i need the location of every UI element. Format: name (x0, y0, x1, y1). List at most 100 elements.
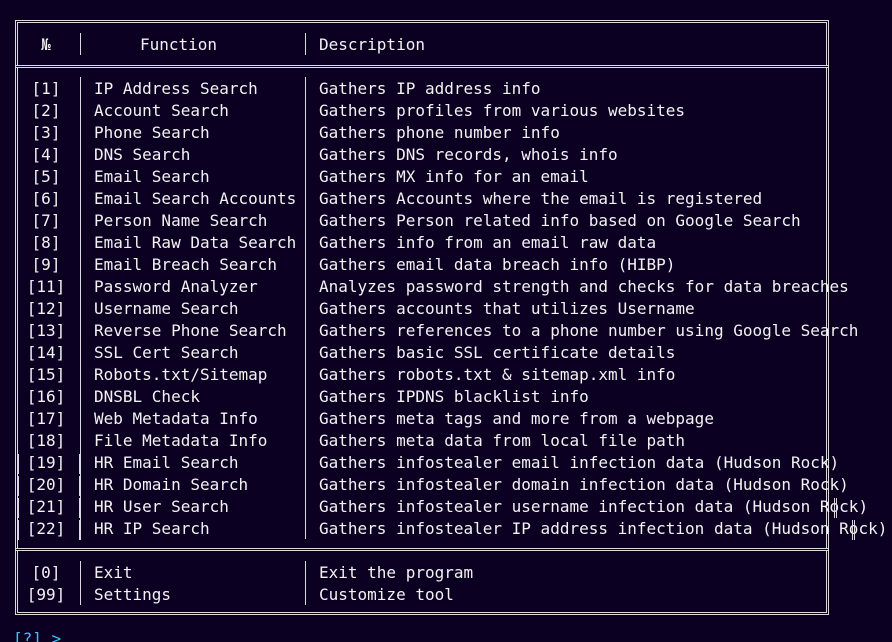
option-function: HR User Search (94, 497, 229, 516)
option-description: Gathers MX info for an email (319, 167, 589, 186)
option-number: [9] (31, 255, 61, 274)
border-fragment (852, 520, 855, 540)
option-description: Gathers IP address info (319, 79, 541, 98)
option-description: Analyzes password strength and checks fo… (319, 277, 849, 296)
option-function: DNS Search (94, 145, 191, 164)
option-function: Robots.txt/Sitemap (94, 365, 268, 384)
option-number: [1] (31, 79, 61, 98)
option-description: Customize tool (319, 585, 454, 604)
menu-row[interactable]: [4] DNS Search Gathers DNS records, whois … (0, 144, 892, 166)
option-number: [20] (26, 475, 66, 494)
header-function: Function (140, 35, 218, 54)
option-function: Email Search Accounts (94, 189, 297, 208)
option-description: Gathers basic SSL certificate details (319, 343, 676, 362)
option-description: Gathers info from an email raw data (319, 233, 657, 252)
option-number: [11] (26, 277, 66, 296)
menu-row[interactable]: [9] Email Breach Search Gathers email data… (0, 254, 892, 276)
option-description: Gathers Person related info based on Goo… (319, 211, 801, 230)
menu-row[interactable]: [14] SSL Cert Search Gathers basic SSL cer… (0, 342, 892, 364)
option-number: [16] (26, 387, 66, 406)
option-description: Gathers DNS records, whois info (319, 145, 618, 164)
option-function: Email Breach Search (94, 255, 278, 274)
menu-row[interactable]: [22] HR IP Search Gathers infostealer IP a… (0, 518, 892, 540)
menu-row[interactable]: [99] Settings Customize tool (0, 584, 892, 606)
column-divider (80, 33, 81, 55)
option-number: [12] (26, 299, 66, 318)
column-divider (305, 77, 306, 539)
option-number: [14] (26, 343, 66, 362)
option-function: Email Raw Data Search (94, 233, 297, 252)
border-fragment (79, 498, 81, 518)
border-fragment (17, 454, 19, 474)
option-description: Exit the program (319, 563, 474, 582)
header-number: № (41, 35, 51, 54)
option-function: Settings (94, 585, 172, 604)
border-fragment (17, 498, 19, 518)
option-description: Gathers infostealer username infection d… (319, 497, 869, 516)
option-function: Email Search (94, 167, 210, 186)
option-function: SSL Cert Search (94, 343, 239, 362)
menu-row[interactable]: [20] HR Domain Search Gathers infostealer … (0, 474, 892, 496)
option-number: [5] (31, 167, 61, 186)
menu-row[interactable]: [8] Email Raw Data Search Gathers info fro… (0, 232, 892, 254)
option-number: [18] (26, 431, 66, 450)
option-description: Gathers infostealer IP address infection… (319, 519, 888, 538)
option-function: Person Name Search (94, 211, 268, 230)
menu-row[interactable]: [17] Web Metadata Info Gathers meta tags a… (0, 408, 892, 430)
option-description: Gathers IPDNS blacklist info (319, 387, 589, 406)
option-number: [4] (31, 145, 61, 164)
option-function: IP Address Search (94, 79, 258, 98)
option-description: Gathers phone number info (319, 123, 560, 142)
option-function: HR Email Search (94, 453, 239, 472)
option-function: DNSBL Check (94, 387, 200, 406)
option-number: [21] (26, 497, 66, 516)
border-fragment (79, 454, 81, 474)
menu-row[interactable]: [5] Email Search Gathers MX info for an em… (0, 166, 892, 188)
option-description: Gathers meta data from local file path (319, 431, 686, 450)
command-prompt[interactable]: [?] > (13, 629, 62, 642)
option-function: Web Metadata Info (94, 409, 258, 428)
column-divider (80, 561, 81, 605)
option-number: [99] (26, 585, 66, 604)
option-function: Reverse Phone Search (94, 321, 287, 340)
menu-row[interactable]: [19] HR Email Search Gathers infostealer e… (0, 452, 892, 474)
menu-row[interactable]: [16] DNSBL Check Gathers IPDNS blacklist i… (0, 386, 892, 408)
border-fragment (834, 498, 837, 518)
option-number: [13] (26, 321, 66, 340)
option-description: Gathers meta tags and more from a webpag… (319, 409, 714, 428)
option-function: HR IP Search (94, 519, 210, 538)
option-description: Gathers Accounts where the email is regi… (319, 189, 763, 208)
option-description: Gathers infostealer email infection data… (319, 453, 840, 472)
option-number: [15] (26, 365, 66, 384)
menu-row[interactable]: [21] HR User Search Gathers infostealer us… (0, 496, 892, 518)
header-description: Description (319, 35, 425, 54)
border-fragment (79, 476, 81, 496)
option-number: [19] (26, 453, 66, 472)
option-description: Gathers profiles from various websites (319, 101, 686, 120)
menu-row[interactable]: [18] File Metadata Info Gathers meta data … (0, 430, 892, 452)
option-number: [3] (31, 123, 61, 142)
option-number: [8] (31, 233, 61, 252)
border-fragment (79, 520, 81, 540)
menu-row[interactable]: [1] IP Address Search Gathers IP address i… (0, 78, 892, 100)
option-number: [17] (26, 409, 66, 428)
option-function: Username Search (94, 299, 239, 318)
option-description: Gathers infostealer domain infection dat… (319, 475, 849, 494)
option-description: Gathers email data breach info (HIBP) (319, 255, 676, 274)
border-fragment (17, 520, 19, 540)
option-number: [2] (31, 101, 61, 120)
option-function: File Metadata Info (94, 431, 268, 450)
option-number: [22] (26, 519, 66, 538)
option-function: Exit (94, 563, 133, 582)
option-function: HR Domain Search (94, 475, 249, 494)
